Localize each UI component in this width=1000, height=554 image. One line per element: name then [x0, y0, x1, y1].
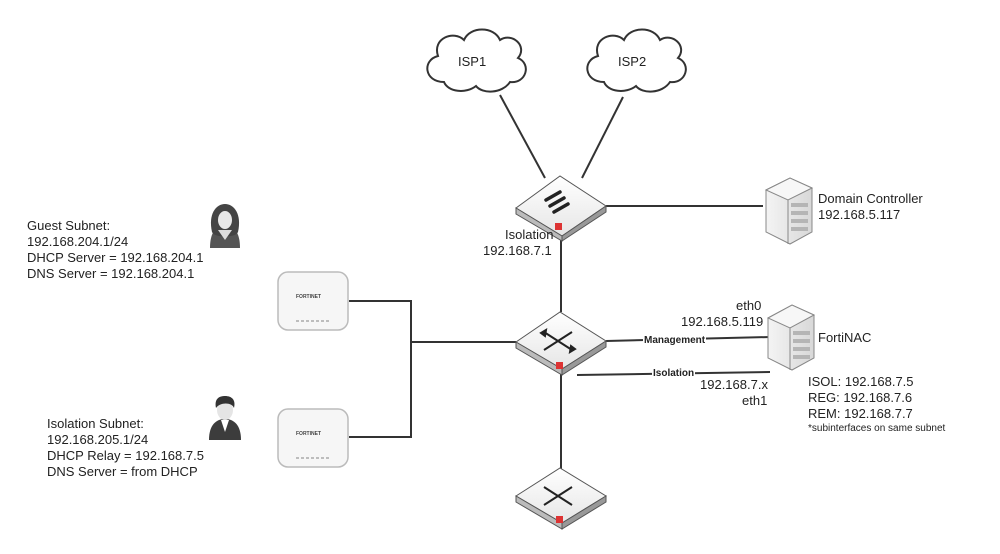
firewall-ip: 192.168.7.1: [483, 243, 552, 258]
core-switch: [515, 311, 607, 376]
fortinac-eth1: eth1: [742, 393, 768, 408]
fortinac-name: FortiNAC: [818, 330, 872, 345]
isp2-link: [581, 96, 624, 179]
guest-subnet-dhcp: DHCP Server = 192.168.204.1: [27, 250, 204, 265]
fortinac-eth0: eth0: [736, 298, 762, 313]
access-point-guest-brand: FORTINET: [296, 294, 321, 300]
domain-controller-ip: 192.168.5.117: [818, 207, 901, 222]
firewall-name: Isolation: [505, 227, 554, 242]
isolation-subnet-range: 192.168.205.1/24: [47, 432, 149, 447]
isp2-label: ISP2: [618, 54, 647, 69]
access-point-isolation-brand: FORTINET: [296, 431, 321, 437]
isp2-cloud: [586, 28, 687, 93]
access-point-guest: [277, 271, 349, 331]
firewall-device: [515, 175, 607, 242]
fortinac-eth1-ip: 192.168.7.x: [700, 377, 768, 392]
isolation-subnet-title: Isolation Subnet:: [47, 416, 144, 431]
ap-trunk-link: [349, 300, 412, 438]
isolation-subnet-dhcp: DHCP Relay = 192.168.7.5: [47, 448, 204, 463]
downstream-switch: [515, 467, 607, 530]
fortinac-reg: REG: 192.168.7.6: [808, 390, 913, 405]
access-point-isolation: [277, 408, 349, 468]
guest-subnet-dns: DNS Server = 192.168.204.1: [27, 266, 195, 281]
isp1-link: [499, 94, 546, 179]
domain-controller-name: Domain Controller: [818, 191, 923, 206]
fortinac-server: [766, 304, 816, 371]
isolation-link-label: Isolation: [652, 366, 696, 382]
management-link-label: Management: [643, 333, 707, 349]
guest-user-icon: [210, 204, 240, 248]
guest-subnet-range: 192.168.204.1/24: [27, 234, 129, 249]
connection-lines: [349, 94, 771, 470]
guest-subnet-title: Guest Subnet:: [27, 218, 111, 233]
domain-controller-server: [764, 177, 814, 245]
fortinac-rem: REM: 192.168.7.7: [808, 406, 913, 421]
fortinac-eth0-ip: 192.168.5.119: [681, 314, 764, 329]
isolation-user-icon: [209, 396, 241, 440]
fortinac-note: *subinterfaces on same subnet: [808, 423, 946, 434]
fortinac-isol: ISOL: 192.168.7.5: [808, 374, 914, 389]
isolation-subnet-dns: DNS Server = from DHCP: [47, 464, 198, 479]
isp1-label: ISP1: [458, 54, 487, 69]
isp1-cloud: [426, 28, 527, 93]
